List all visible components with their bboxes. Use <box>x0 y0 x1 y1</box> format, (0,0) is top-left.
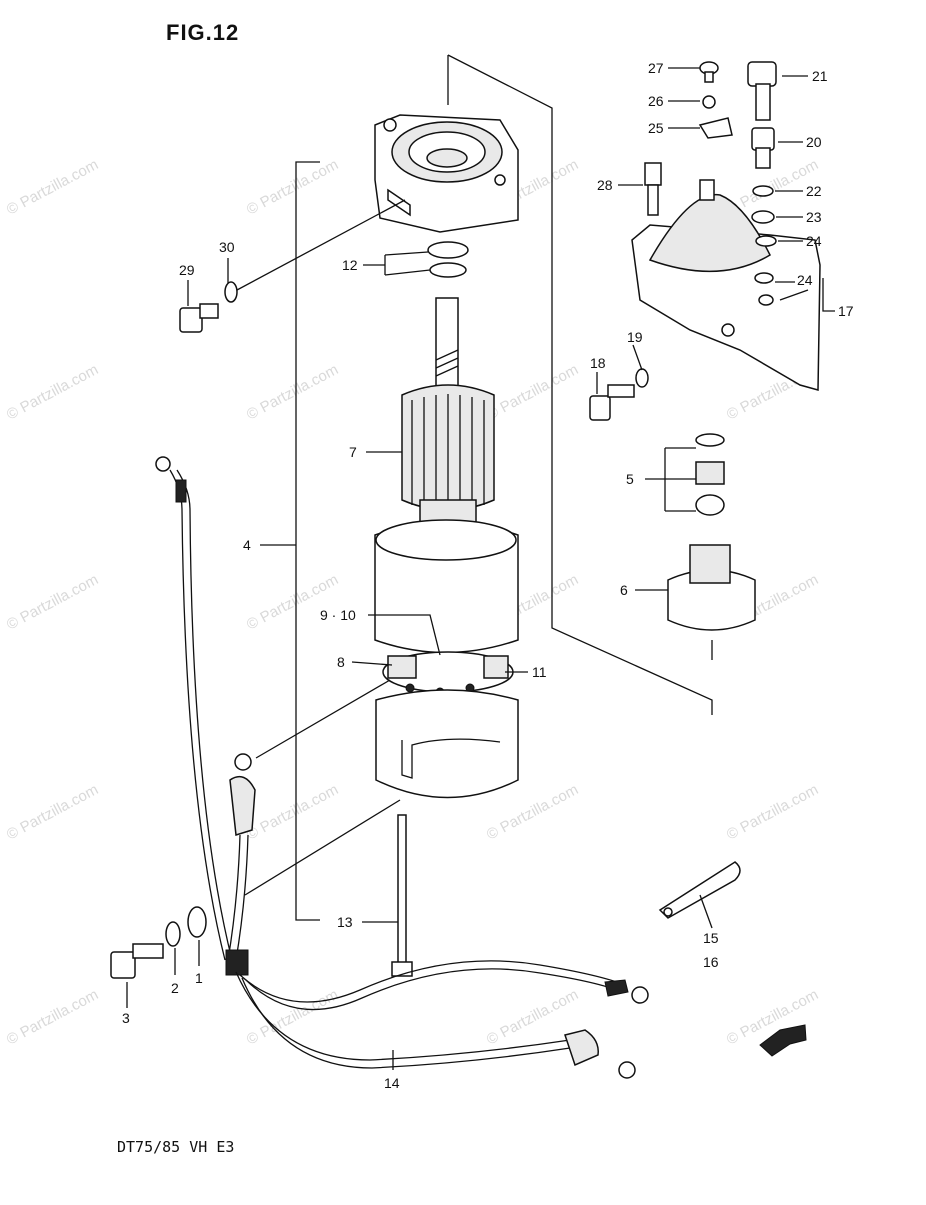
callout-20: 20 <box>806 134 822 150</box>
starter-top-cover <box>374 114 519 233</box>
watermark: © Partzilla.com <box>484 361 581 423</box>
washer-pair-12 <box>427 241 469 278</box>
through-bolt <box>391 814 413 977</box>
callout-27: 27 <box>648 60 664 76</box>
figure-title: FIG.12 <box>166 20 240 45</box>
end-cover <box>375 689 519 799</box>
callout-labels: 27 26 25 28 21 20 22 23 24 24 17 19 18 5… <box>122 60 854 1091</box>
cable-strap <box>658 861 741 919</box>
callout-5: 5 <box>626 471 634 487</box>
small-hardware <box>589 61 777 421</box>
watermark: © Partzilla.com <box>244 361 341 423</box>
callout-23: 23 <box>806 209 822 225</box>
starter-yoke <box>374 519 519 654</box>
model-code: DT75/85 VH E3 <box>117 1138 235 1156</box>
callout-30: 30 <box>219 239 235 255</box>
brush-holder <box>382 651 514 697</box>
armature <box>401 297 495 546</box>
watermark: © Partzilla.com <box>484 781 581 843</box>
watermark: © Partzilla.com <box>244 156 341 218</box>
callout-22: 22 <box>806 183 822 199</box>
callout-17: 17 <box>838 303 854 319</box>
callout-12: 12 <box>342 257 358 273</box>
watermark: © Partzilla.com <box>724 781 821 843</box>
callout-24: 24 <box>797 272 813 288</box>
bolt-3-washers <box>110 906 207 979</box>
callout-7: 7 <box>349 444 357 460</box>
leader-lines <box>126 67 835 1070</box>
callout-21: 21 <box>812 68 828 84</box>
watermark: © Partzilla.com <box>4 986 101 1048</box>
watermark: © Partzilla.com <box>4 781 101 843</box>
callout-24: 24 <box>806 233 822 249</box>
watermark: © Partzilla.com <box>4 571 101 633</box>
watermark: © Partzilla.com <box>244 571 341 633</box>
callout-26: 26 <box>648 93 664 109</box>
callout-6: 6 <box>620 582 628 598</box>
watermark: © Partzilla.com <box>4 361 101 423</box>
bolt-29-washer-30 <box>179 281 238 333</box>
callout-15: 15 <box>703 930 719 946</box>
callout-8: 8 <box>337 654 345 670</box>
watermark: © Partzilla.com <box>244 986 341 1048</box>
watermark: © Partzilla.com <box>4 156 101 218</box>
callout-16: 16 <box>703 954 719 970</box>
callout-18: 18 <box>590 355 606 371</box>
callout-3: 3 <box>122 1010 130 1026</box>
cable-assembly <box>155 456 649 1079</box>
assembly-frame-lines <box>295 54 713 921</box>
callout-29: 29 <box>179 262 195 278</box>
pinion-and-springs <box>667 433 756 631</box>
callout-25: 25 <box>648 120 664 136</box>
bracket-17 <box>631 179 821 391</box>
callout-14: 14 <box>384 1075 400 1091</box>
callout-28: 28 <box>597 177 613 193</box>
forward-arrow-icon <box>759 1024 807 1057</box>
callout-4: 4 <box>243 537 251 553</box>
callout-13: 13 <box>337 914 353 930</box>
callout-1: 1 <box>195 970 203 986</box>
callout-9-10: 9 · 10 <box>320 607 356 623</box>
callout-11: 11 <box>532 664 547 680</box>
callout-2: 2 <box>171 980 179 996</box>
callout-19: 19 <box>627 329 643 345</box>
watermark: © Partzilla.com <box>244 781 341 843</box>
